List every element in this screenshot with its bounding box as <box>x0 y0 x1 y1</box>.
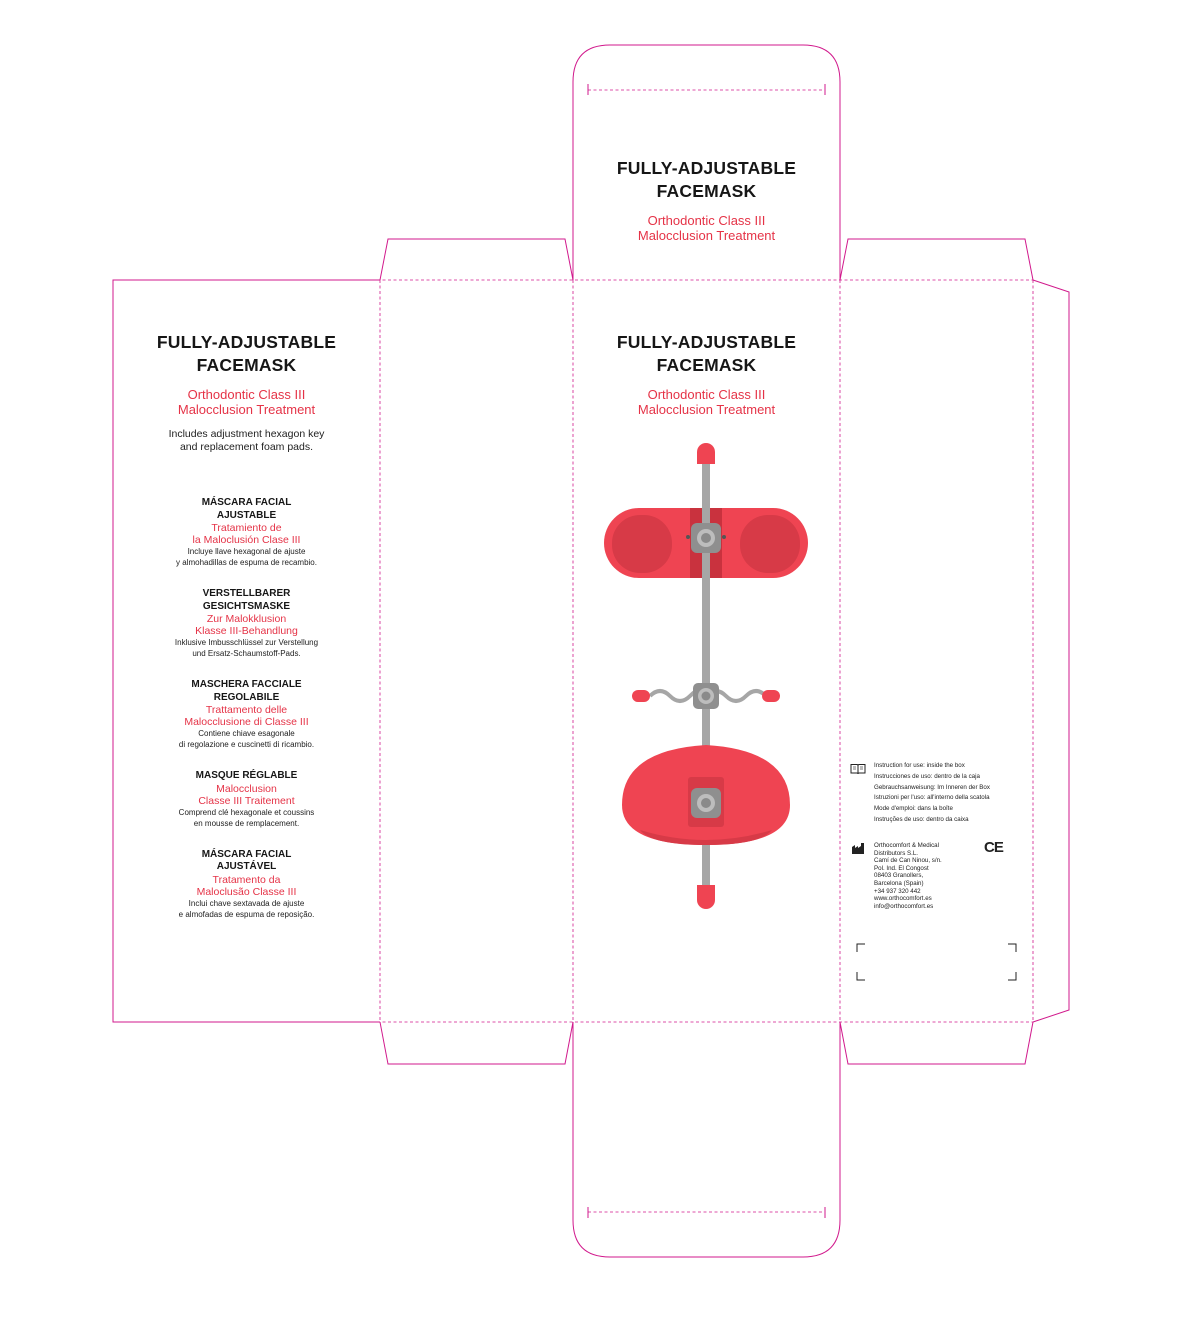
instruction-it: Istruzioni per l'uso: all'interno della … <box>874 794 990 802</box>
right-dust-flap-top <box>839 238 1034 281</box>
product-subtitle: Orthodontic Class III Malocclusion Treat… <box>177 387 316 417</box>
glue-flap-outline <box>1032 279 1070 1023</box>
right-hook-cap <box>762 690 780 702</box>
instruction-de: Gebrauchsanweisung: Im Inneren der Box <box>874 783 990 791</box>
instruction-fr: Mode d'emploi: dans la boîte <box>874 805 953 813</box>
facemask-illustration <box>604 443 808 909</box>
manufacturer-icon <box>852 843 864 854</box>
instruction-pt: Instruções de uso: dentro da caixa <box>874 815 969 823</box>
product-title: FULLY-ADJUSTABLE FACEMASK <box>156 332 337 375</box>
forehead-pad <box>604 508 808 578</box>
manufacturer-block: Orthocomfort & Medical Distributors S.L.… <box>852 842 1032 910</box>
top-flap-content: FULLY-ADJUSTABLE FACEMASK Orthodontic Cl… <box>573 157 840 243</box>
label-area-marks <box>856 943 1017 981</box>
front-panel-content: FULLY-ADJUSTABLE FACEMASK Orthodontic Cl… <box>573 331 840 417</box>
left-side-panel-content: FULLY-ADJUSTABLE FACEMASK Orthodontic Cl… <box>113 331 380 940</box>
ce-mark: CE <box>984 839 1004 856</box>
product-includes: Includes adjustment hexagon key and repl… <box>168 428 325 453</box>
bottom-tuck-flap-outline <box>572 1022 841 1258</box>
instructions-block: Instruction for use: inside the box Inst… <box>850 761 1030 826</box>
instruction-es: Instrucciones de uso: dentro de la caja <box>874 772 980 780</box>
left-dust-flap-bottom <box>379 1021 574 1065</box>
product-title: FULLY-ADJUSTABLE FACEMASK <box>616 332 797 375</box>
left-hook-cap <box>632 690 650 702</box>
manufacturer-web: www.orthocomfort.es <box>874 895 932 903</box>
product-title: FULLY-ADJUSTABLE FACEMASK <box>616 158 797 201</box>
product-subtitle: Orthodontic Class III Malocclusion Treat… <box>637 387 776 417</box>
manufacturer-phone: +34 937 320 442 <box>874 887 921 895</box>
vertical-rod <box>702 462 710 892</box>
left-dust-flap-top <box>379 238 574 281</box>
crossbar-adjuster-knob <box>693 683 719 709</box>
book-icon <box>850 764 866 775</box>
instruction-en: Instruction for use: inside the box <box>874 762 965 769</box>
right-dust-flap-bottom <box>839 1021 1034 1065</box>
top-tuck-flap-outline <box>572 44 841 280</box>
product-subtitle: Orthodontic Class III Malocclusion Treat… <box>637 213 776 243</box>
forehead-adjuster-knob <box>691 523 721 553</box>
manufacturer-email: info@orthocomfort.es <box>874 902 934 910</box>
chin-adjuster-knob <box>691 788 721 818</box>
